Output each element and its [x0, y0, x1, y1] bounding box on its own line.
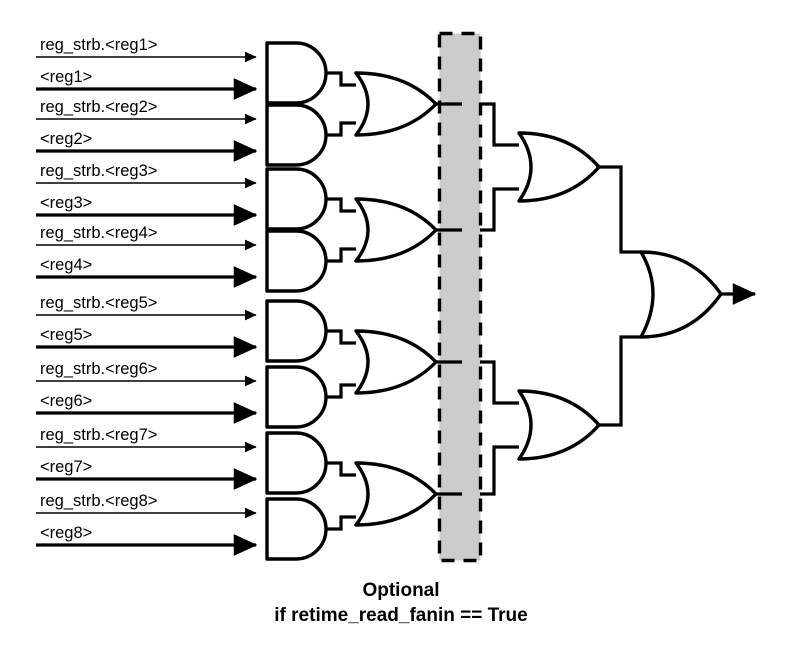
or-gate-l1-3	[354, 329, 462, 395]
and-gate-7	[265, 431, 356, 495]
input-label-strobe-7: reg_strb.<reg7>	[40, 426, 157, 444]
and-gate-4	[265, 229, 356, 293]
and-gate-1	[265, 41, 356, 105]
and-gate-6	[265, 365, 356, 429]
input-label-value-8: <reg8>	[40, 524, 92, 542]
input-label-strobe-5: reg_strb.<reg5>	[40, 294, 157, 312]
or-gate-l2-bottom	[517, 335, 641, 461]
input-label-value-1: <reg1>	[40, 68, 92, 86]
input-label-value-6: <reg6>	[40, 392, 92, 410]
optional-caption: Optional if retime_read_fanin == True	[0, 578, 802, 629]
input-pair-6: reg_strb.<reg6> <reg6>	[36, 360, 258, 424]
input-label-strobe-3: reg_strb.<reg3>	[40, 162, 157, 180]
input-label-value-4: <reg4>	[40, 256, 92, 274]
input-label-strobe-4: reg_strb.<reg4>	[40, 224, 157, 242]
and-gate-5	[265, 299, 356, 363]
input-label-value-7: <reg7>	[40, 458, 92, 476]
or-gate-l1-2	[354, 197, 462, 263]
caption-line-2: if retime_read_fanin == True	[274, 605, 528, 627]
input-label-strobe-1: reg_strb.<reg1>	[40, 36, 157, 54]
input-pair-1: reg_strb.<reg1> <reg1>	[36, 36, 258, 100]
or-gate-l1-1	[354, 71, 462, 137]
input-pair-2: reg_strb.<reg2> <reg2>	[36, 98, 258, 162]
caption-line-1: Optional	[362, 580, 440, 601]
input-label-value-5: <reg5>	[40, 326, 92, 344]
or-gate-l2-top	[517, 131, 641, 254]
or-gate-l1-4	[354, 461, 462, 527]
input-label-value-2: <reg2>	[40, 130, 92, 148]
optional-retime-box	[437, 31, 483, 563]
input-label-value-3: <reg3>	[40, 194, 92, 212]
input-label-strobe-2: reg_strb.<reg2>	[40, 98, 157, 116]
input-pair-4: reg_strb.<reg4> <reg4>	[36, 224, 258, 288]
input-pair-7: reg_strb.<reg7> <reg7>	[36, 426, 258, 490]
and-gate-8	[265, 497, 356, 561]
retime-wire-top	[480, 102, 519, 232]
input-label-strobe-6: reg_strb.<reg6>	[40, 360, 157, 378]
input-pair-3: reg_strb.<reg3> <reg3>	[36, 162, 258, 226]
or-gate-final	[639, 250, 757, 339]
input-pair-8: reg_strb.<reg8> <reg8>	[36, 492, 258, 556]
input-pair-5: reg_strb.<reg5> <reg5>	[36, 294, 258, 358]
and-gate-2	[265, 103, 356, 167]
retime-wire-bottom	[480, 360, 519, 496]
input-label-strobe-8: reg_strb.<reg8>	[40, 492, 157, 510]
and-gate-3	[265, 167, 356, 231]
